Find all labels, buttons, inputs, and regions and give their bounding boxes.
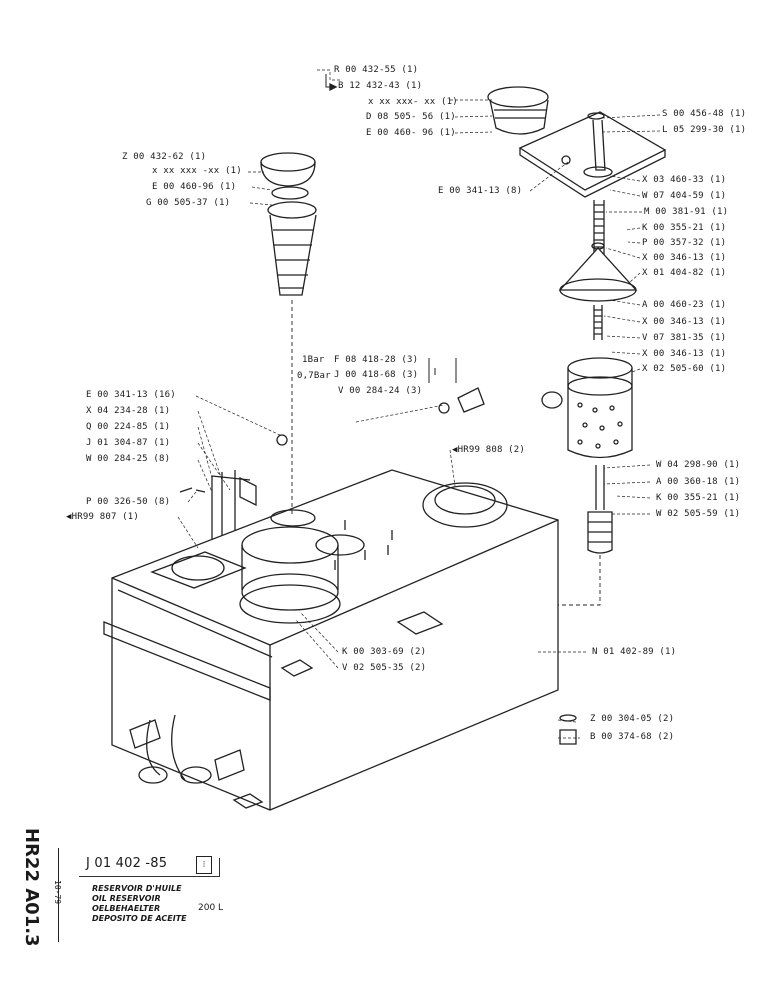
breather-cap-assembly (487, 86, 549, 135)
part-label-p00326-50: P 00 326-50 (8) (86, 497, 171, 507)
drain-plug (559, 714, 577, 745)
pressure-07bar: 0,7Bar (297, 371, 331, 381)
title-german: OELBEHAELTER (92, 904, 161, 913)
part-label-x00346-13-b: X 00 346-13 (1) (642, 317, 727, 327)
part-label-x00346-13-c: X 00 346-13 (1) (642, 349, 727, 359)
oil-tank-body (103, 469, 559, 811)
part-label-e00460-96-top: E 00 460- 96 (1) (366, 128, 456, 138)
part-label-w02505-59: W 02 505-59 (1) (656, 509, 741, 519)
part-label-e00341-13-16: E 00 341-13 (16) (86, 390, 176, 400)
part-label-w00284-25: W 00 284-25 (8) (86, 454, 171, 464)
pressure-valve (438, 387, 485, 414)
part-label-v07381-35: V 07 381-35 (1) (642, 333, 727, 343)
capacity: 200 L (198, 903, 224, 913)
part-label-r00432-55: R 00 432-55 (1) (334, 65, 419, 75)
part-label-xxx-a: x xx xxx- xx (1) (368, 97, 458, 107)
part-label-b00374-68: B 00 374-68 (2) (590, 732, 675, 742)
part-label-b12432-43: B 12 432-43 (1) (338, 81, 423, 91)
part-label-hr99-807: ◀HR99 807 (1) (66, 512, 140, 522)
side-bracket (179, 434, 288, 540)
part-label-f08418-28: F 08 418-28 (3) (334, 355, 419, 365)
part-label-e00460-96: E 00 460-96 (1) (152, 182, 237, 192)
pressure-1bar: 1Bar (302, 355, 325, 365)
part-label-x03460-33: X 03 460-33 (1) (642, 175, 727, 185)
filler-cap-assembly (260, 152, 317, 296)
part-label-k00355-21-a: K 00 355-21 (1) (642, 223, 727, 233)
part-label-k00355-21-b: K 00 355-21 (1) (656, 493, 741, 503)
part-label-z00304-05: Z 00 304-05 (2) (590, 714, 675, 724)
part-label-w07404-59: W 07 404-59 (1) (642, 191, 727, 201)
part-label-x04234-28: X 04 234-28 (1) (86, 406, 171, 416)
part-label-hr99-808: ◀HR99 808 (2) (452, 445, 526, 455)
part-label-q00224-85: Q 00 224-85 (1) (86, 422, 171, 432)
part-label-z00432-62: Z 00 432-62 (1) (122, 152, 207, 162)
sheet-mark-icon: ⁝ (196, 856, 212, 874)
lower-valve-parts (587, 465, 613, 554)
part-label-j01304-87: J 01 304-87 (1) (86, 438, 171, 448)
part-label-s00456-48: S 00 456-48 (1) (662, 109, 747, 119)
part-number: J 01 402 -85 (86, 856, 168, 871)
title-text: RESERVOIR D'HUILE OIL RESERVOIR OELBEHAE… (92, 884, 187, 924)
part-number-box (79, 858, 220, 877)
drawing-code: HR22 A01.3 (21, 828, 42, 947)
part-label-a00460-23: A 00 460-23 (1) (642, 300, 727, 310)
strainer-cone (558, 247, 638, 302)
part-label-a00360-18: A 00 360-18 (1) (656, 477, 741, 487)
part-label-j00418-68: J 00 418-68 (3) (334, 370, 419, 380)
part-label-xxx-b: x xx xxx -xx (1) (152, 166, 242, 176)
part-label-p00357-32: P 00 357-32 (1) (642, 238, 727, 248)
part-label-x00346-13-a: X 00 346-13 (1) (642, 253, 727, 263)
part-label-m00381-91: M 00 381-91 (1) (644, 207, 729, 217)
part-label-e00341-13-8: E 00 341-13 (8) (438, 186, 523, 196)
title-spanish: DEPOSITO DE ACEITE (92, 914, 187, 923)
title-block (58, 848, 269, 942)
leader-lines (177, 69, 661, 739)
part-label-v02505-35: V 02 505-35 (2) (342, 663, 427, 673)
part-label-l05299-30: L 05 299-30 (1) (662, 125, 747, 135)
title-french: RESERVOIR D'HUILE (92, 884, 182, 893)
part-label-x01404-82: X 01 404-82 (1) (642, 268, 727, 278)
title-english: OIL RESERVOIR (92, 894, 161, 903)
part-label-x02505-60: X 02 505-60 (1) (642, 364, 727, 374)
part-label-g00505-37: G 00 505-37 (1) (146, 198, 231, 208)
part-label-d08505-56: D 08 505- 56 (1) (366, 112, 456, 122)
spring-rod (591, 200, 605, 260)
part-label-n01402-89: N 01 402-89 (1) (592, 647, 677, 657)
part-label-w04298-90: W 04 298-90 (1) (656, 460, 741, 470)
part-label-v00284-24: V 00 284-24 (3) (338, 386, 423, 396)
filter-element (541, 357, 633, 459)
part-label-k00303-69: K 00 303-69 (2) (342, 647, 427, 657)
